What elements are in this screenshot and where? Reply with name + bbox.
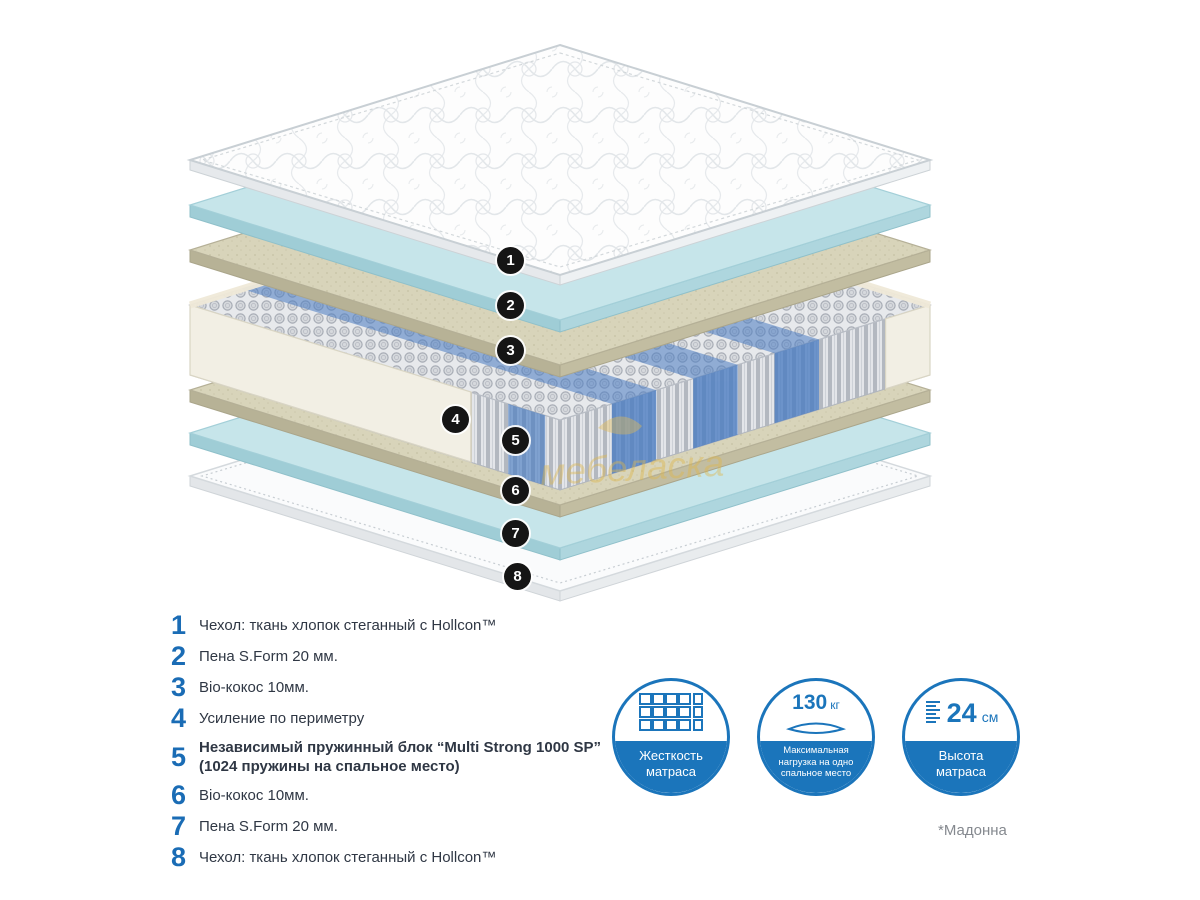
marker-number: 4 <box>451 411 460 428</box>
layer-marker-8: 8 <box>504 563 531 590</box>
legend-label: Независимый пружинный блок “Multi Strong… <box>199 738 601 776</box>
marker-number: 6 <box>511 482 520 499</box>
legend-label: Bio-кокос 10мм. <box>199 679 309 696</box>
legend-label: Пена S.Form 20 мм. <box>199 818 338 835</box>
legend-number: 4 <box>170 703 186 733</box>
legend-label: Чехол: ткань хлопок стеганный с Hollcon™ <box>199 617 497 634</box>
legend-label-line1: Независимый пружинный блок “Multi Strong… <box>199 739 602 756</box>
layer-marker-6: 6 <box>502 477 529 504</box>
marker-number: 8 <box>513 568 522 585</box>
legend-label: Усиление по периметру <box>199 710 365 727</box>
height-caption: Высота матраса <box>905 741 1017 793</box>
mattress-side-icon <box>925 701 940 723</box>
perimeter-foam <box>189 304 931 463</box>
firmness-caption: Жесткость матраса <box>615 741 727 793</box>
layer-marker-3: 3 <box>497 337 524 364</box>
legend-number: 3 <box>170 672 186 702</box>
badge-height: 24 см Высота матраса <box>902 678 1020 796</box>
legend-number: 5 <box>170 741 186 772</box>
legend-item-6: 6 Bio-кокос 10мм. <box>160 780 601 810</box>
load-unit: кг <box>830 698 840 712</box>
legend-item-3: 3 Bio-кокос 10мм. <box>160 672 601 702</box>
legend-label: Bio-кокос 10мм. <box>199 787 309 804</box>
marker-number: 1 <box>506 252 515 269</box>
legend-item-8: 8 Чехол: ткань хлопок стеганный с Hollco… <box>160 842 601 872</box>
layer-marker-7: 7 <box>502 520 529 547</box>
marker-number: 3 <box>506 342 515 359</box>
firmness-label: Жесткость матраса <box>639 748 703 779</box>
layer-marker-1: 1 <box>497 247 524 274</box>
height-unit: см <box>981 709 999 725</box>
legend-number: 7 <box>170 811 186 841</box>
layer-marker-4: 4 <box>442 406 469 433</box>
mattress-exploded-diagram: мебеласка <box>186 43 934 602</box>
legend-number: 1 <box>170 610 186 640</box>
max-load-label: Максимальная нагрузка на одно спальное м… <box>778 745 854 779</box>
layer-marker-2: 2 <box>497 292 524 319</box>
legend-label: Пена S.Form 20 мм. <box>199 648 338 665</box>
load-value: 130 <box>792 691 828 714</box>
layer-marker-5: 5 <box>502 427 529 454</box>
marker-number: 2 <box>506 297 515 314</box>
height-label: Высота матраса <box>935 748 987 779</box>
marker-number: 5 <box>511 432 520 449</box>
watermark-text: мебеласка <box>539 443 725 494</box>
watermark: мебеласка <box>539 416 725 493</box>
legend-item-7: 7 Пена S.Form 20 мм. <box>160 811 601 841</box>
legend-number: 6 <box>170 780 186 810</box>
legend: 1 Чехол: ткань хлопок стеганный с Hollco… <box>160 610 601 877</box>
legend-number: 2 <box>170 641 186 671</box>
legend-item-5: 5 Независимый пружинный блок “Multi Stro… <box>160 738 601 776</box>
height-value-group: 24 см <box>905 681 1017 743</box>
max-load-caption: Максимальная нагрузка на одно спальное м… <box>760 741 872 793</box>
model-footnote: *Мадонна <box>938 822 1007 839</box>
legend-item-1: 1 Чехол: ткань хлопок стеганный с Hollco… <box>160 610 601 640</box>
marker-number: 7 <box>511 525 520 542</box>
legend-label-line2: (1024 пружины на спальное место) <box>199 758 460 775</box>
mattress-grid-icon <box>615 681 727 743</box>
legend-label: Чехол: ткань хлопок стеганный с Hollcon™ <box>199 849 497 866</box>
height-value: 24 <box>946 697 977 728</box>
legend-item-2: 2 Пена S.Form 20 мм. <box>160 641 601 671</box>
badge-firmness: Жесткость матраса <box>612 678 730 796</box>
layer-1-cover <box>186 43 934 286</box>
legend-item-4: 4 Усиление по периметру <box>160 703 601 733</box>
sagging-mattress-icon <box>785 722 847 734</box>
legend-number: 8 <box>170 842 186 872</box>
